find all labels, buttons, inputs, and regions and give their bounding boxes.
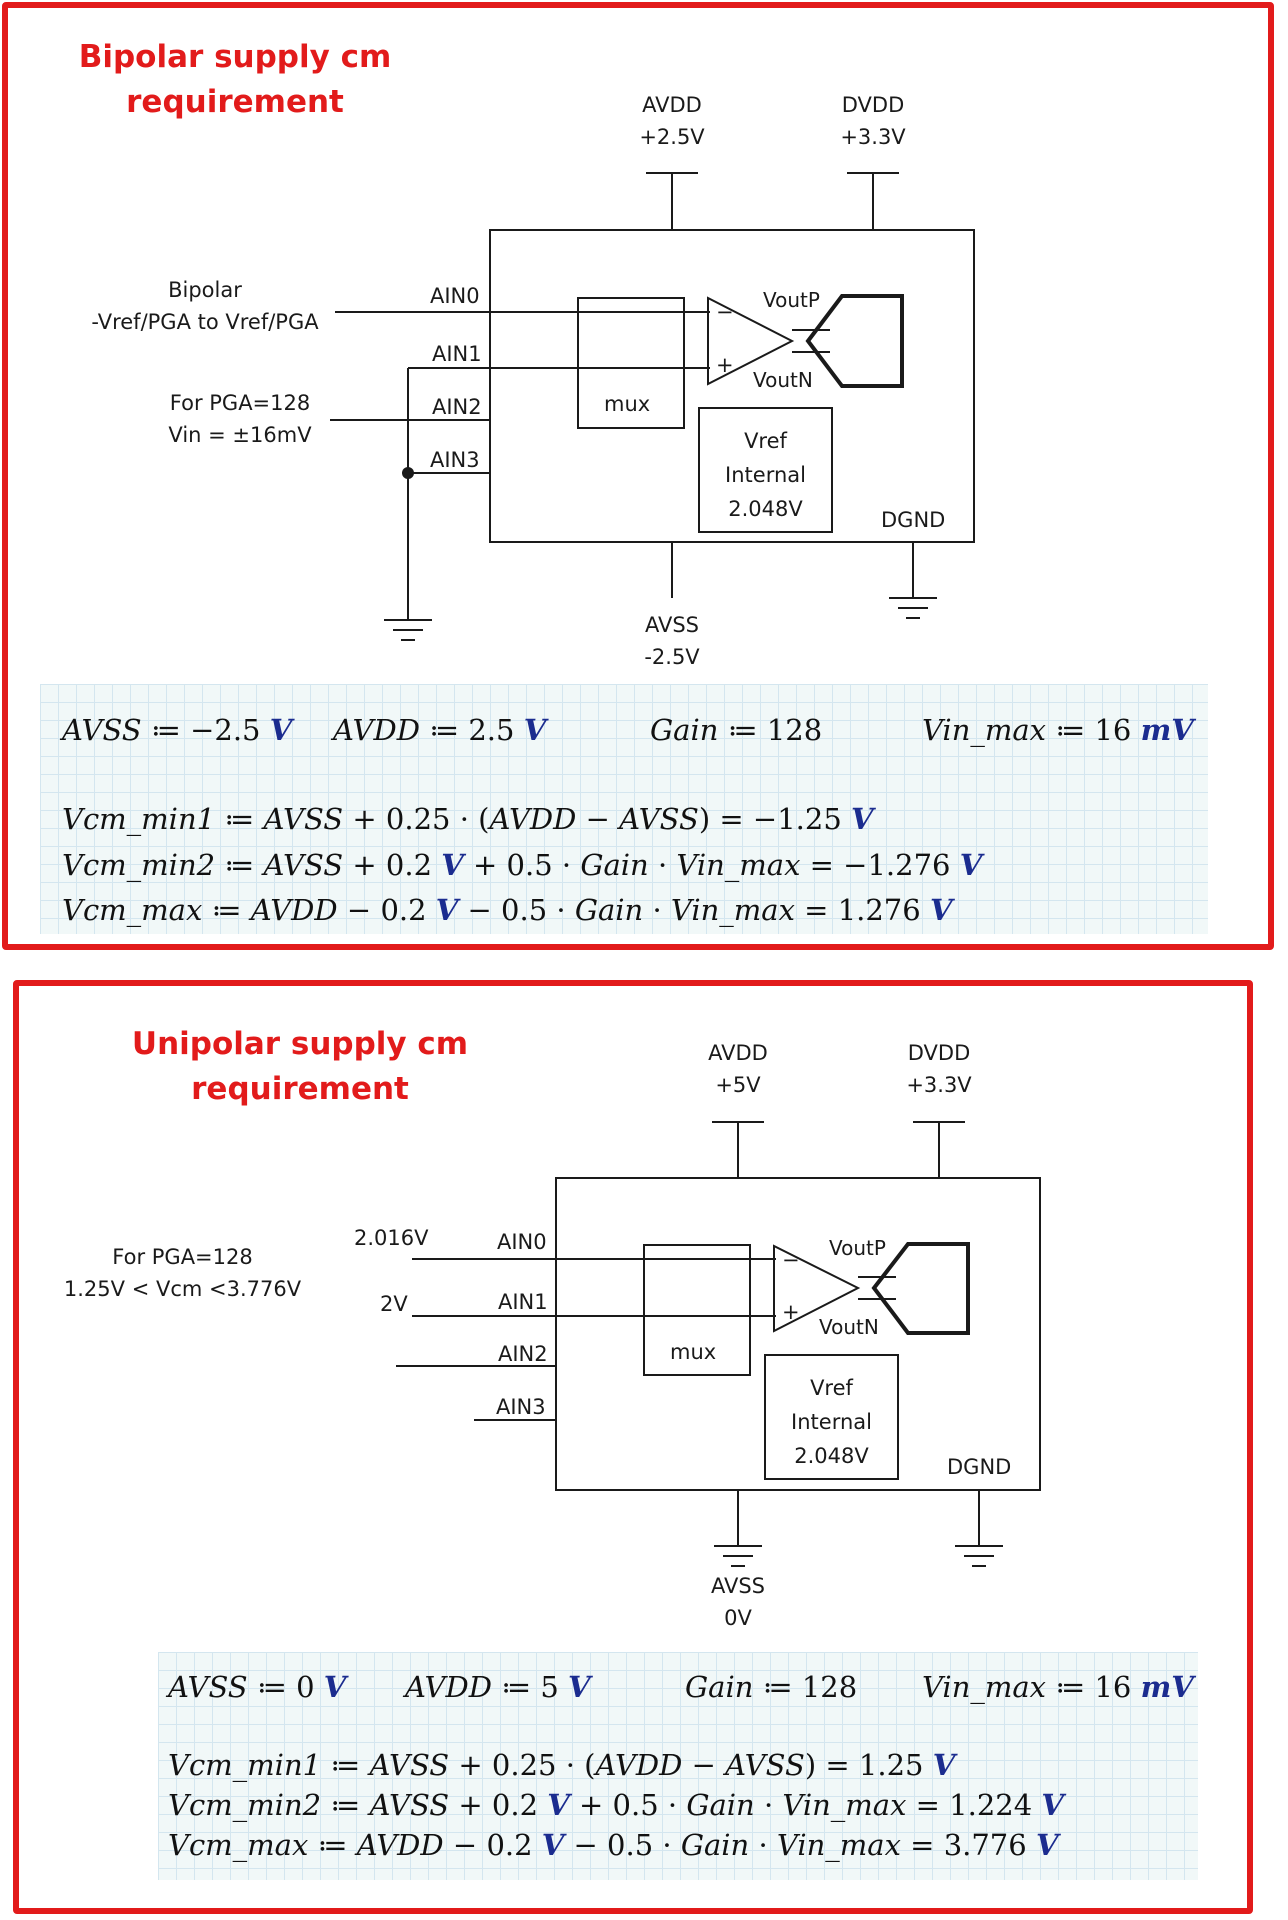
bipolar-eq-vinmax: Vin_max ≔ 16 mV [922,713,1194,747]
bipolar-pin-ain2: AIN2 [432,395,482,419]
bipolar-voutp-label: VoutP [763,288,820,312]
unipolar-dvdd-label: DVDD +3.3V [906,1041,972,1097]
bipolar-pin-ain1: AIN1 [432,342,482,366]
unipolar-math-panel [158,1652,1198,1880]
unipolar-pin-ain1: AIN1 [498,1290,548,1314]
bipolar-pin-ain3: AIN3 [430,448,480,472]
bipolar-pga-amp [707,296,795,386]
unipolar-pin-ain0: AIN0 [497,1230,547,1254]
unipolar-pga-note: For PGA=128 1.25V < Vcm <3.776V [63,1245,302,1301]
bipolar-pin-ain0: AIN0 [430,284,480,308]
unipolar-avdd-label: AVDD +5V [708,1041,768,1097]
bipolar-junction-dot [402,467,414,479]
unipolar-dgnd-label: DGND [947,1455,1012,1479]
bipolar-title-line2: requirement [126,84,344,120]
unipolar-eq-vcm-max: Vcm_max ≔ AVDD − 0.2 V − 0.5 · Gain · Vi… [168,1828,1059,1862]
bipolar-pga-note: For PGA=128 Vin = ±16mV [168,391,312,447]
unipolar-pin-ain3: AIN3 [496,1395,546,1419]
bipolar-avss-label: AVSS -2.5V [644,613,700,669]
unipolar-voutp-label: VoutP [829,1236,886,1260]
bipolar-adc-box [489,229,975,543]
unipolar-eq-vinmax: Vin_max ≔ 16 mV [922,1670,1194,1704]
bipolar-frame [2,2,1274,950]
bipolar-amp-plus: + [716,353,734,377]
unipolar-vref-label: Vref Internal 2.048V [791,1376,872,1468]
unipolar-pin-ain2: AIN2 [498,1342,548,1366]
bipolar-input-desc: Bipolar -Vref/PGA to Vref/PGA [91,278,319,334]
bipolar-dvdd-label: DVDD +3.3V [840,93,906,149]
bipolar-avss-value: −2.5 [190,713,261,747]
unipolar-eq-gain: Gain ≔ 128 [685,1670,858,1704]
unipolar-voutn-label: VoutN [819,1315,879,1339]
bipolar-title-line1: Bipolar supply cm [78,39,392,75]
bipolar-eq-gain: Gain ≔ 128 [650,713,823,747]
unipolar-mux-box [643,1244,751,1376]
unipolar-amp-minus: − [782,1248,800,1272]
bipolar-eq-avdd: AVDD ≔ 2.5 V [333,713,547,747]
bipolar-adc-core [805,294,904,388]
unipolar-frame [13,980,1253,1914]
bipolar-mux-box [577,297,685,429]
unipolar-avss-label: AVSS 0V [710,1574,766,1630]
unipolar-ain0-voltage: 2.016V [354,1226,429,1250]
bipolar-vref-label: Vref Internal 2.048V [725,429,806,521]
bipolar-eq-vcm-min2: Vcm_min2 ≔ AVSS + 0.2 V + 0.5 · Gain · V… [62,848,983,882]
unipolar-eq-avss: AVSS ≔ 0 V [168,1670,347,1704]
unipolar-title: Unipolar supply cm requirement [80,1022,520,1112]
bipolar-amp-minus: − [716,300,734,324]
bipolar-eq-vcm-min1: Vcm_min1 ≔ AVSS + 0.25 · (AVDD − AVSS) =… [62,802,874,836]
bipolar-mux-label: mux [604,392,651,416]
unipolar-vref-box [764,1354,899,1480]
unipolar-amp-plus: + [782,1300,800,1324]
bipolar-title: Bipolar supply cm requirement [15,35,455,125]
unipolar-title-line2: requirement [191,1071,409,1107]
unipolar-mux-label: mux [670,1340,717,1364]
bipolar-eq-vcm-max: Vcm_max ≔ AVDD − 0.2 V − 0.5 · Gain · Vi… [62,893,953,927]
unipolar-eq-vcm-min1: Vcm_min1 ≔ AVSS + 0.25 · (AVDD − AVSS) =… [168,1748,956,1782]
unipolar-adc-core [871,1242,970,1335]
unipolar-eq-vcm-min2: Vcm_min2 ≔ AVSS + 0.2 V + 0.5 · Gain · V… [168,1788,1064,1822]
unipolar-ain1-voltage: 2V [380,1292,408,1316]
unipolar-pga-amp [773,1244,861,1333]
unipolar-title-line1: Unipolar supply cm [131,1026,469,1062]
unipolar-adc-box [555,1177,1041,1491]
bipolar-avdd-label: AVDD +2.5V [639,93,705,149]
bipolar-eq-defs: AVSS ≔ −2.5 V [62,713,293,747]
unipolar-eq-avdd: AVDD ≔ 5 V [405,1670,591,1704]
bipolar-voutn-label: VoutN [753,368,813,392]
bipolar-math-panel [40,684,1208,934]
bipolar-vref-box [698,407,833,533]
bipolar-dgnd-label: DGND [881,508,946,532]
